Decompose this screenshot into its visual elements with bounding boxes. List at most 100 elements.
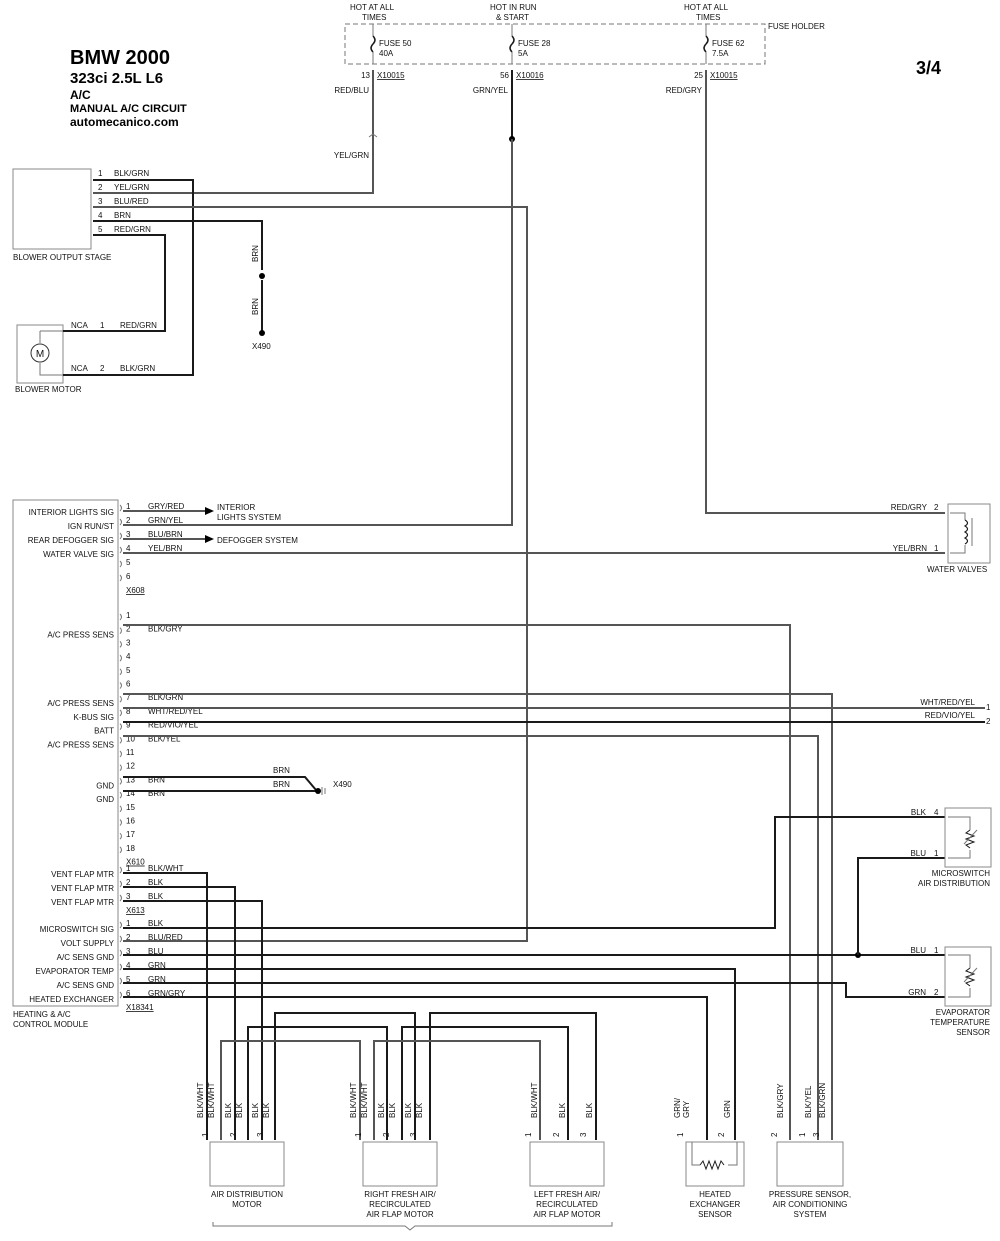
wire-color: WHT/RED/YEL	[148, 707, 203, 716]
component-box	[685, 1141, 745, 1187]
wire-loop-2	[247, 1026, 388, 1140]
component-label: LEFT FRESH AIR/	[534, 1190, 601, 1199]
wire-blk-yel	[123, 735, 819, 1140]
fuse-62: HOT AT ALL TIMES FUSE 62 7.5A 25 X10015 …	[666, 3, 745, 95]
pin-connector-icon	[119, 778, 122, 785]
pin-number: 4	[934, 808, 939, 817]
pin-connector-icon	[119, 695, 122, 703]
header-model: 323ci 2.5L L6	[70, 70, 163, 87]
splice-wire-label: YEL/GRN	[334, 151, 369, 160]
pin-number: 1	[986, 703, 991, 712]
signal-label: REAR DEFOGGER SIG	[28, 536, 114, 545]
component-label: SENSOR	[698, 1210, 732, 1219]
pin-number: 5	[126, 558, 131, 567]
right-fresh-air-flap-motor: RIGHT FRESH AIR/ RECIRCULATED AIR FLAP M…	[362, 1141, 438, 1219]
fuse-icon	[509, 35, 515, 53]
pin-connector-icon	[119, 935, 122, 943]
wire-loop-5	[401, 1026, 569, 1140]
fuse-rating: 5A	[518, 49, 528, 58]
component-label: SYSTEM	[794, 1210, 827, 1219]
evaporator-label: TEMPERATURE	[930, 1018, 990, 1027]
pin-connector-icon	[119, 627, 122, 635]
ground-icon	[315, 788, 321, 794]
pin-connector-icon	[119, 791, 122, 799]
pin-number: 2	[126, 516, 131, 525]
blower-output-stage: BLOWER OUTPUT STAGE 1 BLK/GRN 2 YEL/GRN …	[12, 168, 151, 262]
fuse-hot-label: TIMES	[362, 13, 386, 22]
water-valves-label: WATER VALVES	[927, 565, 987, 574]
pin-connector-icon	[119, 736, 122, 744]
pin-connector-icon	[119, 654, 122, 662]
wire-color: RED/GRY	[891, 503, 928, 512]
pin-connector-icon	[119, 921, 122, 929]
header-circuit: MANUAL A/C CIRCUIT	[70, 103, 187, 115]
wire-color: BLK/WHT	[530, 1082, 539, 1118]
wire-color: GRY	[682, 1100, 691, 1118]
water-valves: RED/GRY 2 YEL/BRN 1 WATER VALVES	[891, 503, 991, 574]
wire-red-grn	[93, 234, 166, 332]
fuse-icon	[370, 35, 376, 53]
wire-grn-gry	[123, 996, 708, 1140]
microswitch-label: MICROSWITCH	[932, 869, 990, 878]
blower-motor: M BLOWER MOTOR NCA 1 RED/GRN NCA 2 BLK/G…	[15, 321, 157, 394]
fuse-pin: 56	[500, 71, 509, 80]
connector-name: X610	[126, 858, 145, 867]
motor-icon	[30, 343, 50, 363]
wire-color: RED/GRN	[114, 225, 151, 234]
pin-number: 18	[126, 844, 135, 853]
fuse-wire-color: RED/GRY	[666, 86, 703, 95]
control-module-box	[12, 499, 119, 1007]
fuse-28: HOT IN RUN & START FUSE 28 5A 56 X10016 …	[473, 3, 551, 95]
signal-label: HEATED EXCHANGER	[29, 995, 114, 1004]
ground-label: X490	[333, 780, 352, 789]
wire-blk-microswitch	[123, 816, 945, 929]
wire-blk-grn-blower	[93, 179, 194, 376]
page-number: 3/4	[916, 58, 941, 78]
pin-number: 5	[126, 666, 131, 675]
pin-connector-icon	[119, 518, 122, 526]
pin-number: 1	[126, 502, 131, 511]
fuse-rating: 7.5A	[712, 49, 729, 58]
pin-number: 2	[229, 1132, 238, 1137]
pin-number: 1	[934, 849, 939, 858]
component-label: EXCHANGER	[690, 1200, 741, 1209]
pin-number: 1	[934, 544, 939, 553]
wire-color: BLK/WHT	[207, 1082, 216, 1118]
pin-number: 1	[934, 946, 939, 955]
pin-number: 4	[126, 544, 131, 553]
pin-number: 2	[126, 878, 131, 887]
signal-label: VENT FLAP MTR	[51, 884, 114, 893]
pin-connector-icon	[119, 832, 122, 840]
left-fresh-air-flap-motor: LEFT FRESH AIR/ RECIRCULATED AIR FLAP MO…	[529, 1141, 605, 1219]
wire-color: BLK	[251, 1102, 260, 1118]
signal-label: INTERIOR LIGHTS SIG	[29, 508, 114, 517]
wire-color: BLK/YEL	[148, 734, 181, 743]
pin-connector-icon	[119, 880, 122, 888]
component-label: AIR DISTRIBUTION	[211, 1190, 283, 1199]
pin-number: 11	[126, 748, 135, 757]
signal-label: VOLT SUPPLY	[61, 939, 115, 948]
connector-name: NCA	[71, 364, 89, 373]
wire-color: YEL/GRN	[114, 183, 149, 192]
pin-connector-icon	[119, 977, 122, 985]
pin-connector-icon	[119, 846, 122, 854]
wire-color: YEL/BRN	[893, 544, 927, 553]
air-distribution-motor: AIR DISTRIBUTION MOTOR	[209, 1141, 285, 1209]
fuse-pin: 13	[361, 71, 370, 80]
signal-label: GND	[96, 795, 114, 804]
wire-color: RED/VIO/YEL	[148, 721, 199, 730]
header-title: BMW 2000	[70, 47, 170, 69]
wire-color: BLK/WHT	[196, 1082, 205, 1118]
splice-dot	[259, 273, 265, 279]
component-label: AIR FLAP MOTOR	[366, 1210, 433, 1219]
pin-number: 2	[986, 717, 991, 726]
signal-label: A/C PRESS SENS	[47, 631, 114, 640]
pin-number: 1	[126, 919, 131, 928]
pin-number: 5	[98, 225, 103, 234]
wire-blk-613-3	[123, 900, 263, 1140]
wire-color: BLK	[415, 1102, 424, 1118]
pin-connector-icon	[119, 949, 122, 957]
pin-connector-icon	[119, 723, 122, 730]
fuse-pin: 25	[694, 71, 703, 80]
